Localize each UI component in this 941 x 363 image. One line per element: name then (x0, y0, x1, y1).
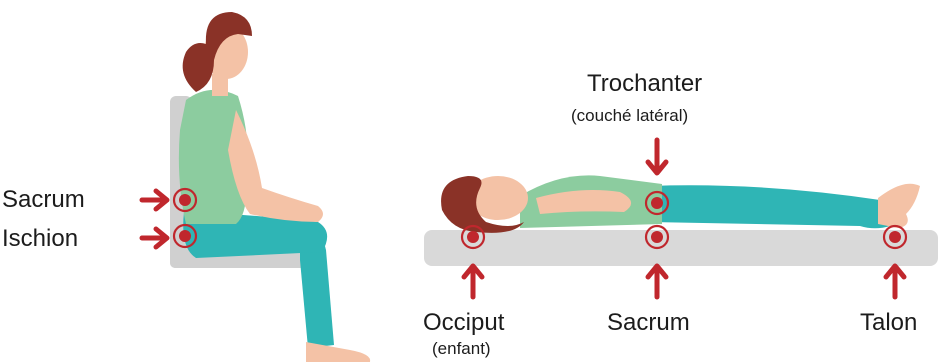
label-trochanter: Trochanter (587, 70, 702, 98)
arrow-talon (886, 266, 904, 297)
seated-figure (170, 12, 370, 362)
mattress (424, 230, 938, 266)
label-trochanter-note: (couché latéral) (571, 106, 688, 126)
lying-feet (878, 184, 920, 228)
arrow-ischion (142, 229, 167, 247)
arrow-sacrum-seated (142, 191, 167, 209)
label-ischion: Ischion (2, 225, 78, 253)
label-occiput: Occiput (423, 309, 504, 337)
label-sacrum-seated: Sacrum (2, 186, 85, 214)
arrow-sacrum-lying (648, 266, 666, 297)
arrow-occiput (464, 266, 482, 297)
label-talon: Talon (860, 309, 917, 337)
seated-feet (306, 342, 370, 362)
label-occiput-note: (enfant) (432, 339, 491, 359)
lying-legs (650, 185, 900, 228)
arrow-trochanter (648, 140, 666, 173)
lying-figure (424, 175, 938, 266)
label-sacrum-lying: Sacrum (607, 309, 690, 337)
